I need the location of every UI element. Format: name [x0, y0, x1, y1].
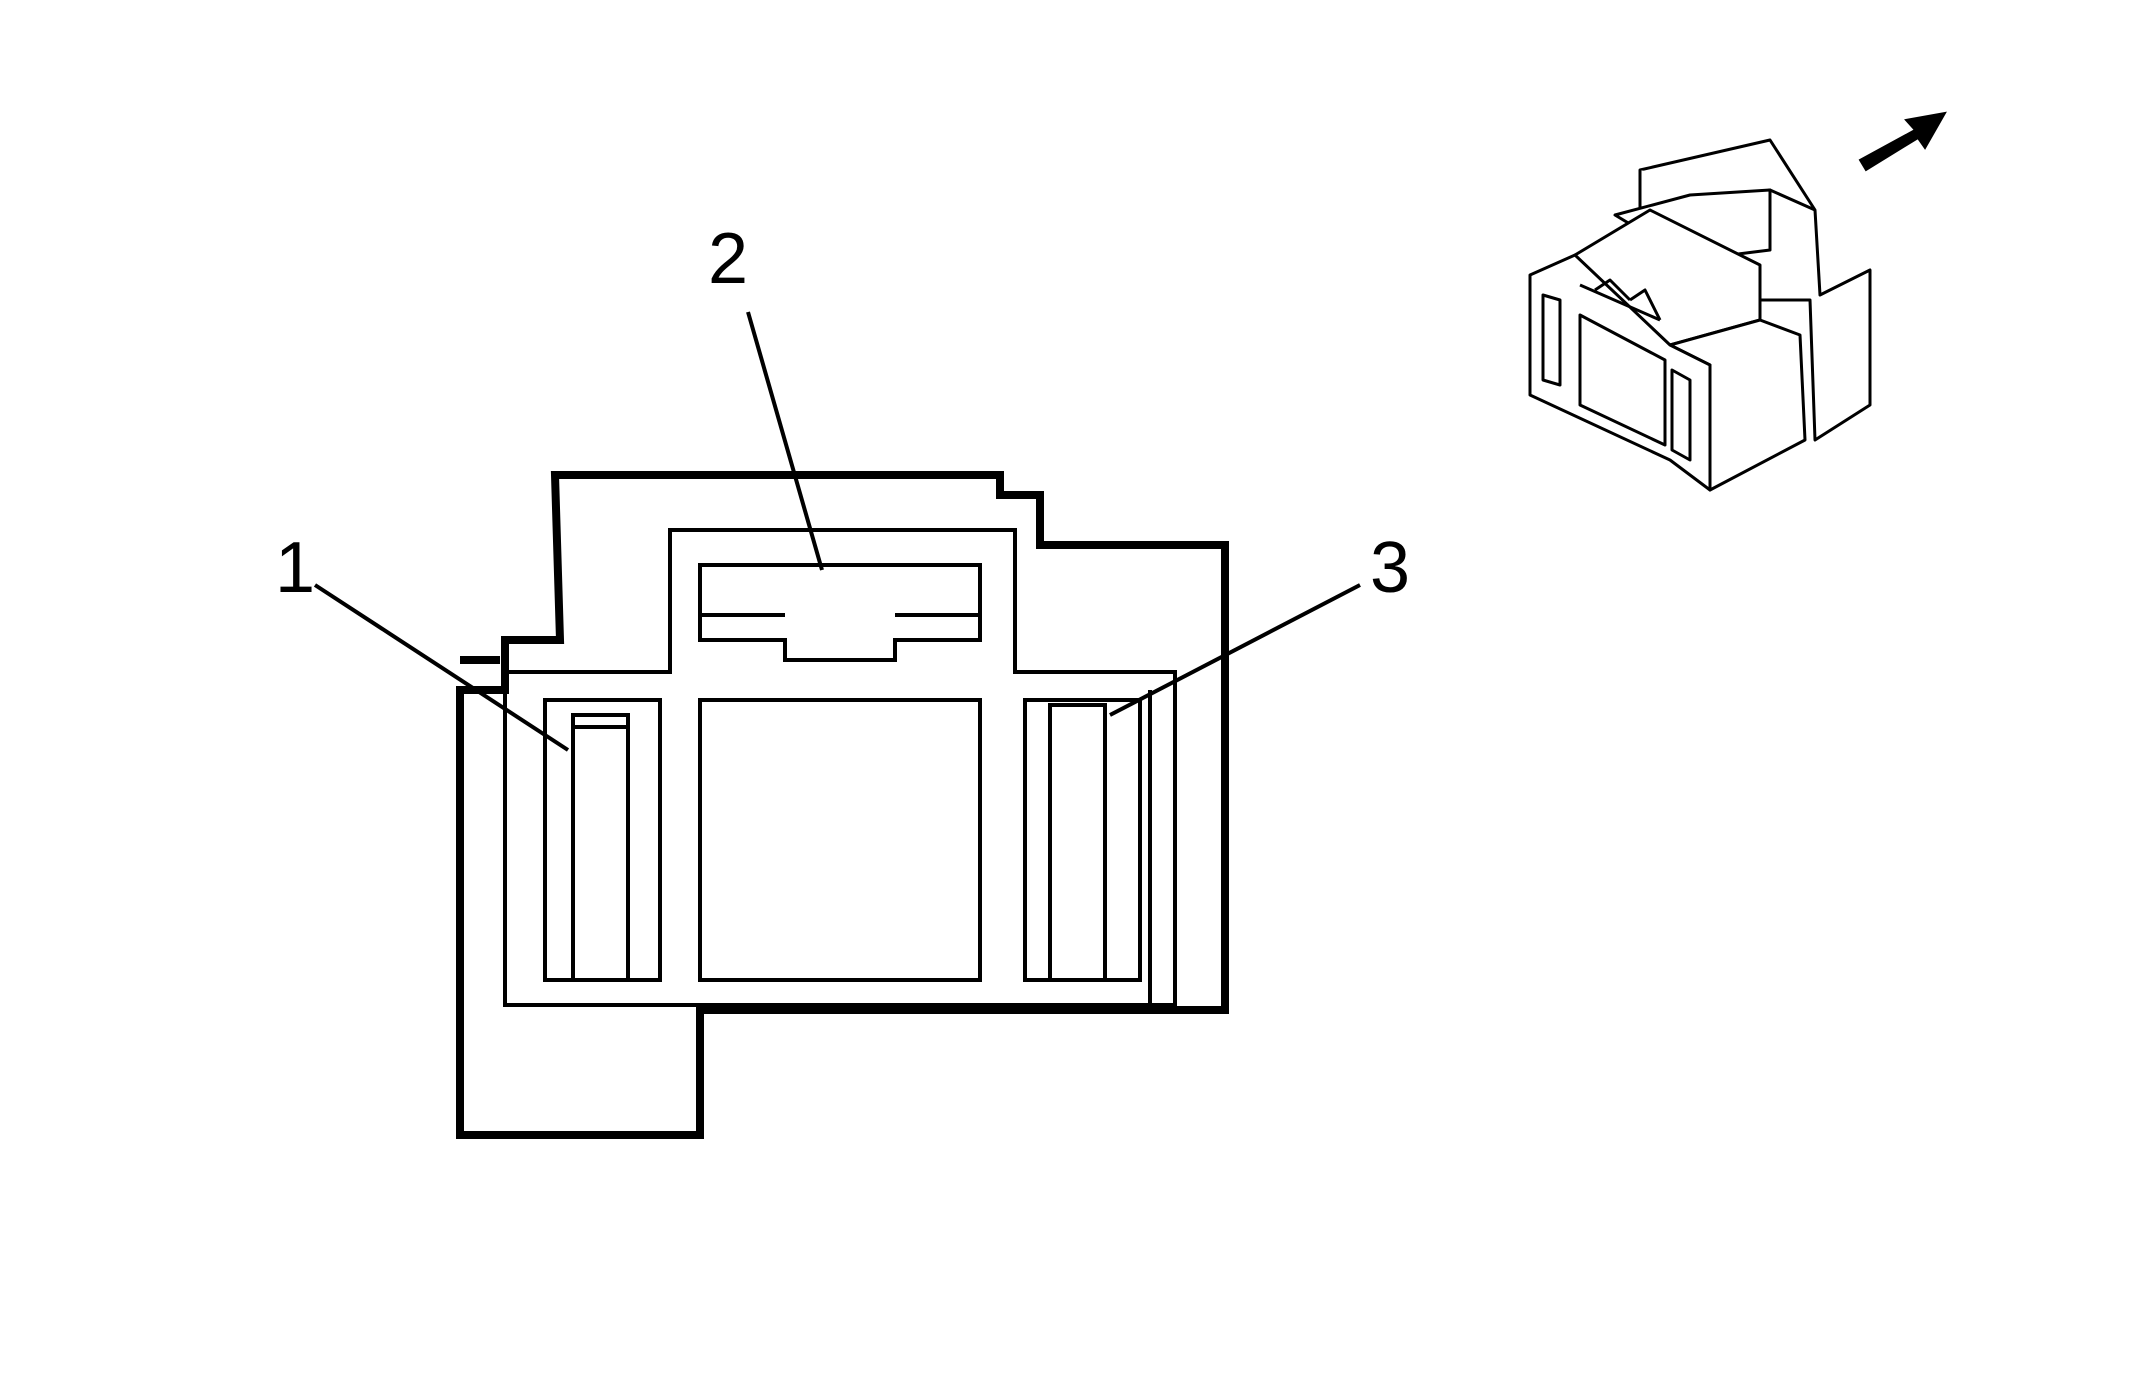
- center-cavity: [698, 698, 982, 982]
- terminal-cavity-1: [543, 698, 662, 982]
- connector-outer-housing: [456, 471, 1229, 1139]
- direction-arrow-icon: [1858, 111, 1947, 172]
- locking-tab: [698, 563, 982, 662]
- iso-terminal-slot-right: [1670, 368, 1692, 462]
- terminal-3: [1048, 703, 1107, 982]
- callout-1-label: 1: [275, 528, 315, 608]
- connector-isometric-view: [1528, 138, 1872, 492]
- callout-2-leader: [746, 311, 824, 571]
- terminal-1: [571, 713, 630, 982]
- callout-3-label: 3: [1370, 528, 1410, 608]
- terminal-cavity-3: [1023, 698, 1142, 982]
- connector-face: [456, 471, 1229, 1139]
- callout-labels: 1 2 3: [275, 219, 1410, 608]
- callout-3-leader: [1109, 583, 1361, 717]
- iso-terminal-slot-left: [1541, 293, 1562, 387]
- iso-center-cavity: [1578, 313, 1667, 447]
- connector-inner-housing: [503, 528, 1177, 1007]
- arrow-icon: [1858, 111, 1947, 172]
- iso-locking-tab: [1579, 278, 1662, 322]
- callout-leaders: [313, 311, 1361, 752]
- callout-1-leader: [313, 583, 570, 752]
- callout-2-label: 2: [708, 219, 748, 299]
